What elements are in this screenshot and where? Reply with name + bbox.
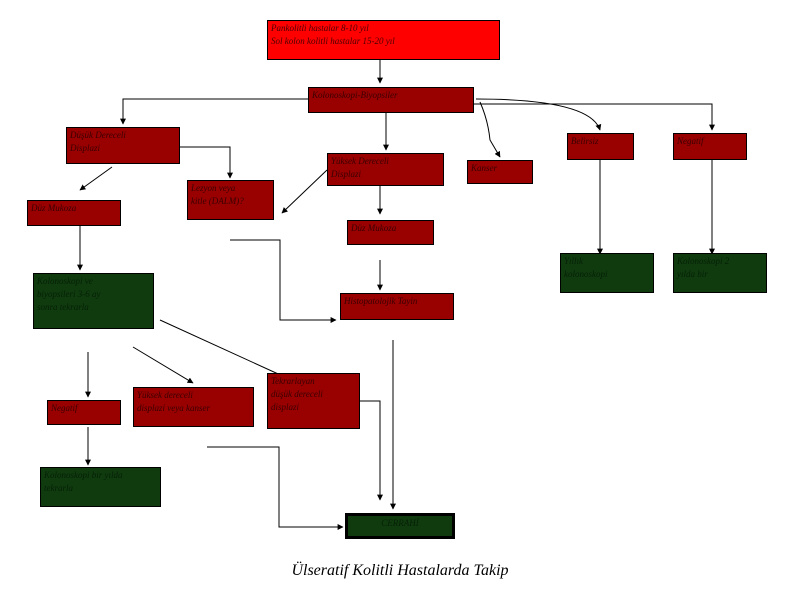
box-negative-followup: Negatif (47, 400, 121, 425)
box-colonoscopy-biopsies: Kolonoskopi-Biyopsiler (308, 87, 474, 113)
arrow-recurrent-to-surgery (360, 400, 383, 501)
box-histopathology: Histopatolojik Tayin (340, 293, 454, 320)
box-flat-mucosa-left: Düz Mukoza (27, 200, 121, 226)
box-hg-or-cancer: Yüksek dereceli displazi veya kanser (133, 387, 254, 427)
box-top-patients: Pankolitli hastalar 8-10 yıl Sol kolon k… (267, 20, 500, 60)
box-lesion-dalm: Lezyon veya kitle (DALM)? (187, 180, 274, 220)
box-uncertain: Belirsiz (567, 133, 634, 160)
arrow-colonoscopy-to-negative (474, 103, 715, 131)
arrow-colonoscopy-to-low-grade (120, 98, 308, 125)
arrow-hg-to-surgery (207, 446, 344, 530)
arrow-colonoscopy-to-uncertain (475, 98, 602, 131)
arrow-low-grade-to-flat (79, 166, 113, 191)
arrow-repeat-to-recurrent (159, 319, 288, 379)
arrow-low-grade-to-lesion (180, 146, 233, 179)
box-annual-colonoscopy: Yıllık kolonoskopi (560, 253, 654, 293)
diagram-caption: Ülseratif Kolitli Hastalarda Takip (291, 562, 509, 579)
box-biannual-colonoscopy: Kolonoskopi 2 yılda bir (673, 253, 767, 293)
box-high-grade-dysplasia: Yüksek Dereceli Displazi (327, 153, 444, 186)
box-negative: Negatif (673, 133, 747, 160)
box-flat-mucosa-right: Düz Mukoza (347, 220, 434, 245)
box-yearly-repeat: Kolonoskopi bir yılda tekrarla (40, 467, 161, 507)
box-low-grade-dysplasia: Düşük Dereceli Displazi (66, 127, 180, 164)
box-surgery: CERRAHİ (345, 513, 455, 539)
arrow-high-grade-to-lesion (281, 169, 328, 214)
arrow-colonoscopy-to-cancer (479, 101, 501, 158)
box-recurrent-low-grade: Tekrarlayan düşük dereceli displazi (267, 373, 360, 429)
box-cancer: Kanser (467, 160, 533, 184)
box-repeat-colonoscopy: Kolonoskopi ve biyopsileri 3-6 ay sonra … (33, 273, 154, 329)
arrow-repeat-to-hg (132, 346, 194, 384)
arrow-lesion-to-histo (230, 239, 337, 323)
